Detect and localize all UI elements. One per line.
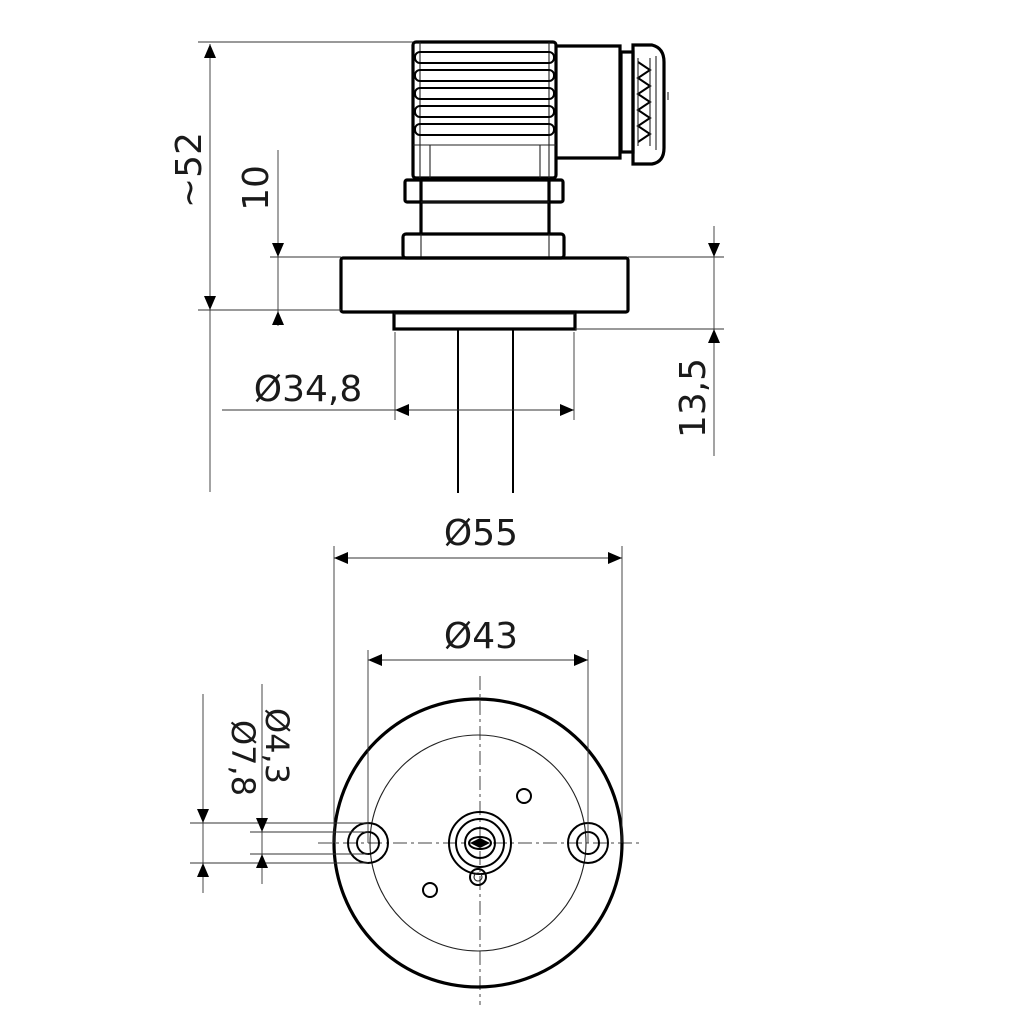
dim-counterbore-diameter-text: Ø7,8 xyxy=(224,720,262,796)
bolt-circle xyxy=(369,734,587,952)
gland-knurl xyxy=(636,56,657,150)
dim-hole-diameter: Ø4,3 xyxy=(256,684,296,884)
dim-overall-height-text: ~52 xyxy=(169,132,210,208)
dim-bolt-circle-diameter: Ø43 xyxy=(368,616,588,666)
dim-spigot-diameter: Ø34,8 xyxy=(222,369,574,416)
housing-ribs xyxy=(414,51,555,136)
dim-spigot-diameter-text: Ø34,8 xyxy=(254,369,363,410)
spigot xyxy=(392,310,577,331)
cable-gland xyxy=(556,43,669,166)
flange xyxy=(339,256,630,314)
side-view: ~52 10 13,5 Ø34,8 xyxy=(169,40,724,493)
small-hole-top xyxy=(516,788,532,804)
bottom-extension-lines xyxy=(190,546,623,864)
dim-overall-height: ~52 xyxy=(169,44,216,492)
dim-counterbore-diameter: Ø7,8 xyxy=(197,694,262,893)
sensor-pins xyxy=(457,329,514,493)
connector-housing xyxy=(411,40,558,180)
dim-flange-diameter-text: Ø55 xyxy=(444,513,518,554)
bottom-view: Ø55 Ø43 Ø7,8 Ø4,3 xyxy=(190,513,640,1005)
dim-flange-offset-text: 10 xyxy=(236,165,277,211)
dim-bottom-height-text: 13,5 xyxy=(673,358,714,438)
dim-flange-diameter: Ø55 xyxy=(334,513,622,564)
side-extension-lines xyxy=(198,41,724,420)
dim-bottom-height: 13,5 xyxy=(673,226,720,456)
small-hole-bottom xyxy=(422,882,438,898)
center-port xyxy=(448,811,512,886)
dim-hole-diameter-text: Ø4,3 xyxy=(258,708,296,784)
dim-bolt-circle-diameter-text: Ø43 xyxy=(444,616,518,657)
dim-flange-offset: 10 xyxy=(236,150,284,326)
neck-section xyxy=(401,178,566,260)
